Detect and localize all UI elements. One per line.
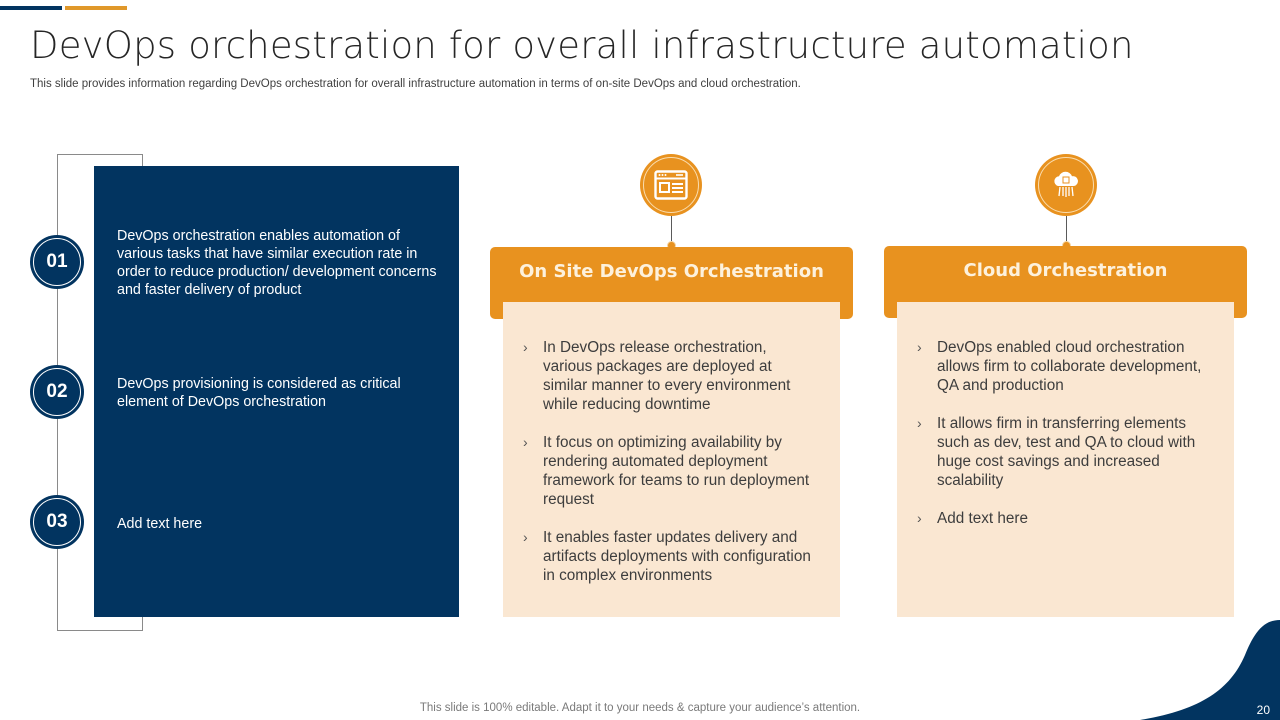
top-accent-bar-navy <box>0 6 62 10</box>
step-number-badge-02: 02 <box>30 365 84 419</box>
chevron-right-icon: › <box>523 339 528 355</box>
card-icon-badge-cloud <box>1035 154 1097 216</box>
card-icon-badge-onsite <box>640 154 702 216</box>
card-title: On Site DevOps Orchestration <box>519 261 824 282</box>
footer-note: This slide is 100% editable. Adapt it to… <box>419 702 861 714</box>
card-body-onsite: ›In DevOps release orchestration, variou… <box>503 302 840 617</box>
browser-window-icon <box>654 170 688 200</box>
top-accent-bar-gold <box>65 6 127 10</box>
step-text-02: DevOps provisioning is considered as cri… <box>117 376 401 410</box>
left-panel <box>94 166 459 617</box>
bullet-item: ›It enables faster updates delivery and … <box>523 529 811 584</box>
bullet-item: ›In DevOps release orchestration, variou… <box>523 339 791 413</box>
bullet-item: ›It allows firm in transferring elements… <box>917 415 1196 489</box>
card-title: Cloud Orchestration <box>963 260 1168 281</box>
step-text-01: DevOps orchestration enables automation … <box>117 228 437 298</box>
chevron-right-icon: › <box>523 529 528 545</box>
step-number: 02 <box>46 381 68 402</box>
step-number-badge-01: 01 <box>30 235 84 289</box>
bullet-list: ›In DevOps release orchestration, variou… <box>523 338 820 604</box>
bullet-item: ›DevOps enabled cloud orchestration allo… <box>917 339 1202 394</box>
connector-line <box>1066 216 1068 243</box>
step-number: 01 <box>46 251 68 272</box>
bullet-list: ›DevOps enabled cloud orchestration allo… <box>917 338 1214 547</box>
step-number-badge-03: 03 <box>30 495 84 549</box>
chevron-right-icon: › <box>917 510 922 526</box>
corner-wave-decoration <box>1140 620 1280 720</box>
connector-line <box>671 216 673 243</box>
bullet-item: ›Add text here <box>917 510 1028 527</box>
bullet-item: ›It focus on optimizing availability by … <box>523 434 810 508</box>
chevron-right-icon: › <box>917 415 922 431</box>
chevron-right-icon: › <box>917 339 922 355</box>
slide-title: DevOps orchestration for overall infrast… <box>30 24 1134 67</box>
slide-subtitle: This slide provides information regardin… <box>30 78 801 90</box>
step-number: 03 <box>46 511 68 532</box>
cloud-computing-icon <box>1054 171 1079 197</box>
page-number: 20 <box>1256 703 1270 717</box>
card-body-cloud: ›DevOps enabled cloud orchestration allo… <box>897 302 1234 617</box>
step-text-03: Add text here <box>117 516 203 532</box>
chevron-right-icon: › <box>523 434 528 450</box>
